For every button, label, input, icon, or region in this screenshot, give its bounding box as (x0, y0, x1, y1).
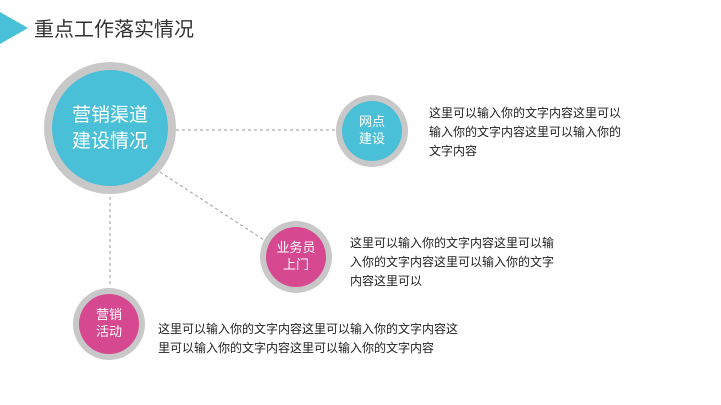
node-outlets: 网点建设 (336, 95, 408, 167)
main-node-line2: 建设情况 (71, 130, 148, 152)
node-label: 网点 (358, 115, 385, 130)
title-triangle-icon (0, 12, 28, 44)
connector-line (159, 171, 265, 241)
node-label: 业务员 (276, 241, 316, 256)
node-label: 活动 (95, 325, 122, 340)
node-outlets-text: 这里可以输入你的文字内容这里可以输入你的文字内容这里可以输入你的文字内容 (429, 106, 622, 158)
node-label: 建设 (358, 132, 385, 147)
main-node-line1: 营销渠道 (71, 104, 148, 126)
node-marketing-text: 这里可以输入你的文字内容这里可以输入你的文字内容这里可以输入你的文字内容这里可以… (158, 322, 459, 355)
node-salesman: 业务员上门 (260, 221, 332, 293)
node-label: 上门 (282, 258, 309, 273)
page-title: 重点工作落实情况 (34, 17, 194, 41)
node-salesman-text: 这里可以输入你的文字内容这里可以输入你的文字内容这里可以输入你的文字内容这里可以 (350, 236, 555, 288)
node-label: 营销 (95, 308, 122, 323)
node-marketing: 营销活动 (73, 288, 145, 360)
main-node: 营销渠道建设情况 (44, 62, 176, 194)
